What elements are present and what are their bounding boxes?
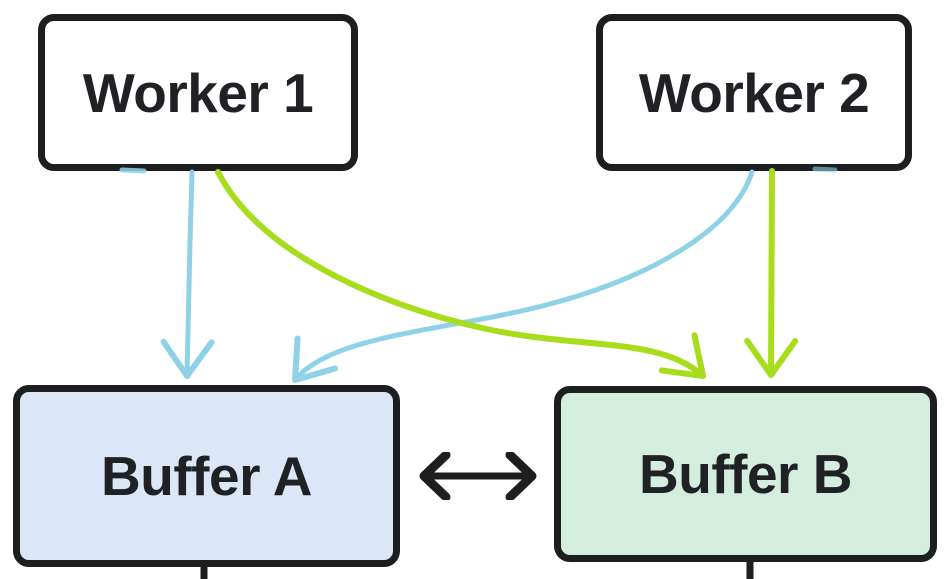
worker-2-label: Worker 2: [638, 61, 870, 124]
worker-1-node: Worker 1: [38, 14, 358, 171]
buffer-a-label: Buffer A: [101, 445, 312, 507]
buffer-a-node: Buffer A: [13, 385, 400, 567]
worker-1-label: Worker 1: [82, 61, 314, 124]
worker-2-node: Worker 2: [596, 14, 912, 171]
buffer-b-label: Buffer B: [639, 443, 852, 505]
edge-worker1-to-buffer-b-arrow: [215, 169, 706, 379]
buffer-b-node: Buffer B: [554, 386, 937, 562]
edge-worker1-to-buffer-a-arrow: [160, 169, 215, 379]
edge-worker2-to-buffer-a-arrow: [292, 169, 755, 383]
edge-worker2-to-buffer-b-arrow: [744, 168, 799, 378]
